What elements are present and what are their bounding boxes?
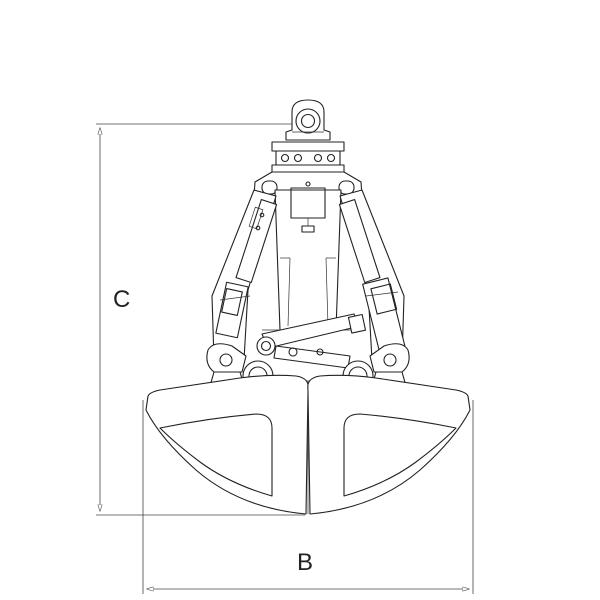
- linkage: [256, 313, 367, 369]
- dimension-height: C: [96, 123, 306, 516]
- left-shell: [145, 374, 309, 515]
- dimension-width: B: [142, 400, 474, 594]
- dimension-label-height: C: [113, 286, 130, 313]
- central-body: [262, 187, 354, 331]
- right-shell: [307, 374, 471, 515]
- dimension-label-width: B: [297, 549, 313, 576]
- rotator-flange: [271, 141, 345, 173]
- hanging-lug: [285, 99, 331, 141]
- right-arm: [338, 189, 410, 373]
- left-arm: [206, 189, 278, 373]
